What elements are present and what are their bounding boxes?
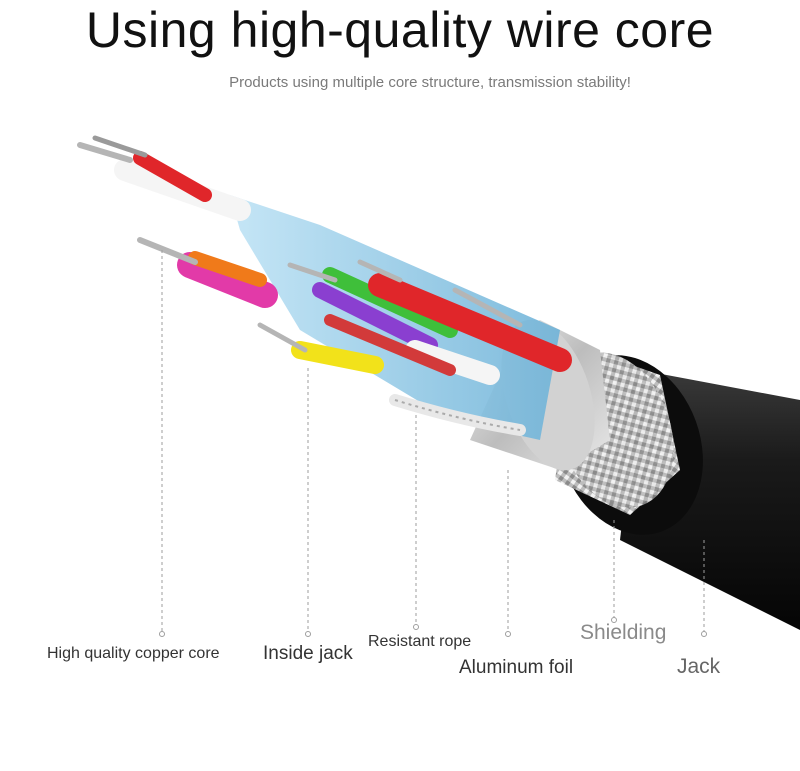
label-aluminum-foil: Aluminum foil [459,657,574,678]
core-left-pair [137,237,278,308]
core-top-pair [77,135,251,221]
page-title: Using high-quality wire core [85,2,715,58]
leader-lines [161,250,705,632]
label-copper-core: High quality copper core [47,645,220,662]
label-inside-jack: Inside jack [263,643,353,664]
page-subtitle: Products using multiple core structure, … [229,74,631,91]
label-resistant-rope: Resistant rope [368,633,472,650]
core-middle-bundle [257,259,572,385]
label-shielding: Shielding [580,621,667,644]
resistant-rope [389,394,526,436]
label-jack: Jack [677,655,721,678]
leader-dots [159,617,707,637]
